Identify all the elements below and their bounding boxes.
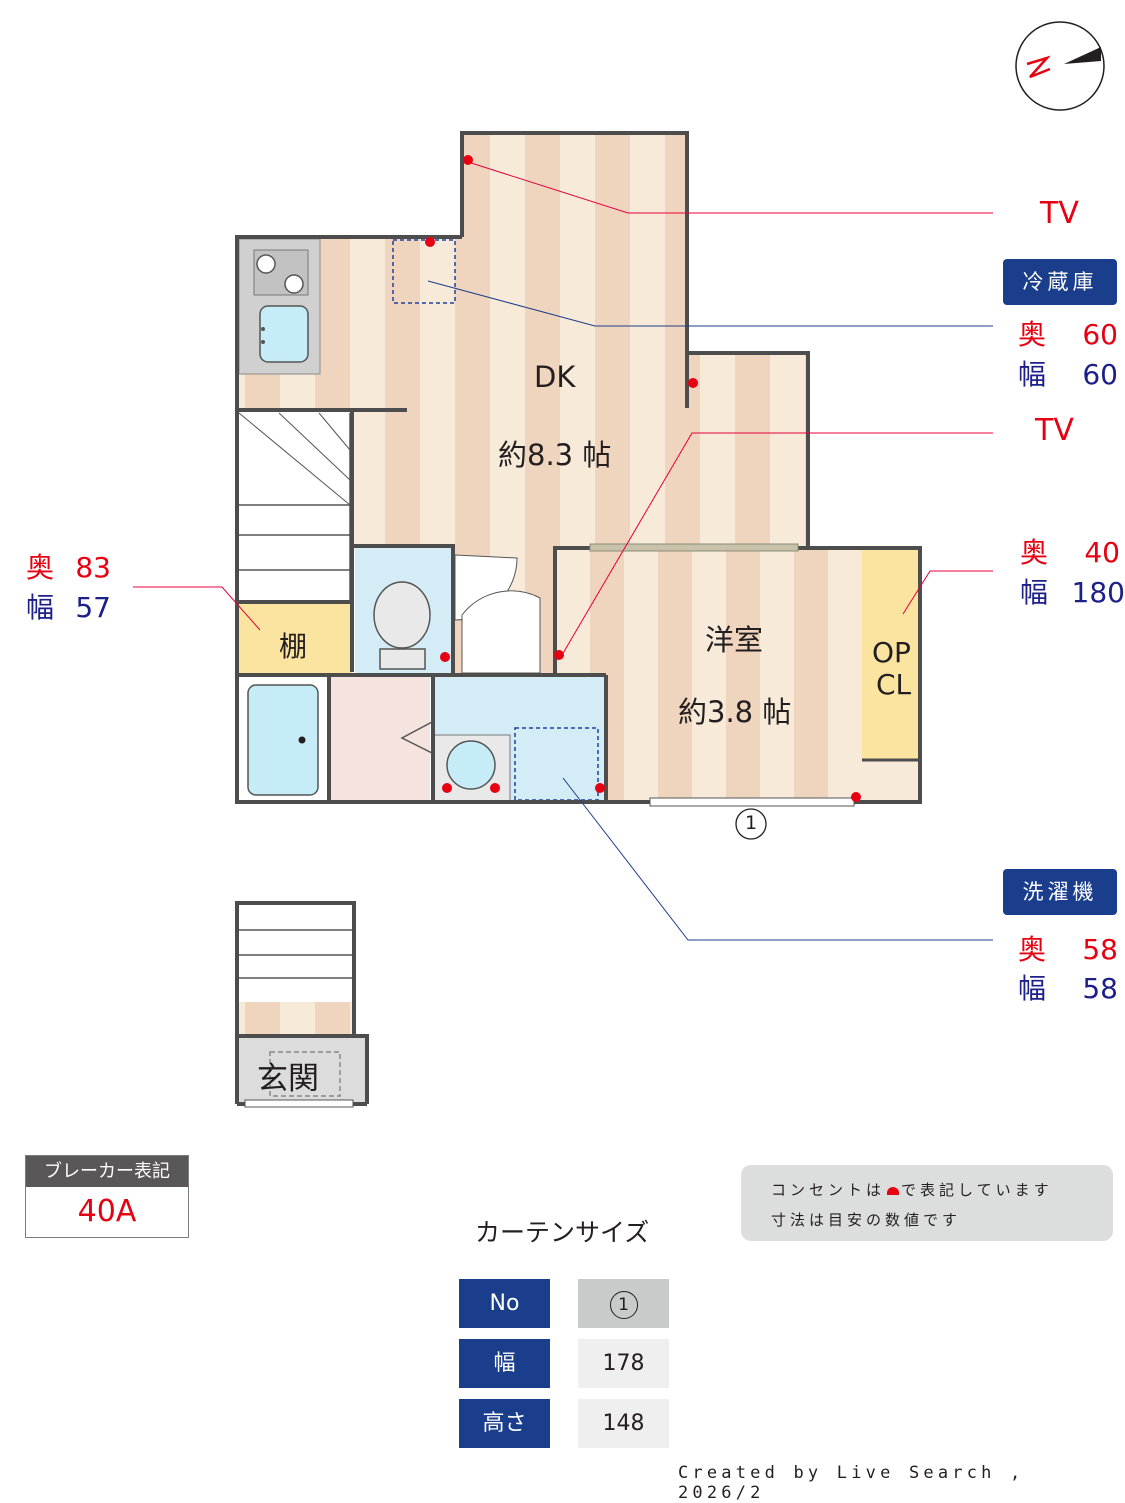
depth-value: 40 xyxy=(1084,536,1120,569)
western-room-name: 洋室 xyxy=(705,623,764,657)
walls xyxy=(235,131,922,804)
dressing-room xyxy=(330,677,430,802)
shelf-floor xyxy=(239,603,352,673)
footer-credit: Created by Live Search , 2026/2 xyxy=(678,1463,1025,1503)
western-room-size: 約3.8 帖 xyxy=(678,695,792,729)
width-value: 60 xyxy=(1082,358,1118,391)
width-label: 幅 xyxy=(1018,972,1047,1005)
legend-line-2: 寸法は目安の数値です xyxy=(771,1211,962,1229)
kitchen-counter xyxy=(238,238,321,375)
depth-value: 58 xyxy=(1082,933,1118,966)
curtain-header-width: 幅 xyxy=(459,1339,550,1388)
western-room-floor xyxy=(555,548,920,802)
staircase xyxy=(238,412,352,600)
window-marker-circle xyxy=(735,808,767,840)
width-label: 幅 xyxy=(1020,576,1049,609)
legend-line-1: コンセントはで表記しています xyxy=(771,1179,1053,1200)
fridge-width: 幅 60 xyxy=(1018,353,1118,393)
washroom xyxy=(433,677,604,803)
depth-value: 83 xyxy=(75,551,111,584)
depth-label: 奥 xyxy=(1018,318,1047,351)
bathroom xyxy=(239,677,328,802)
fridge-space xyxy=(392,239,456,304)
fridge-tag: 冷蔵庫 xyxy=(1003,259,1117,305)
north-arrow-icon xyxy=(1015,21,1105,111)
curtain-size-title: カーテンサイズ xyxy=(475,1218,650,1247)
curtain-header-no: No xyxy=(459,1279,550,1328)
curtain-header-height: 高さ xyxy=(459,1399,550,1448)
legend-note: コンセントはで表記しています 寸法は目安の数値です xyxy=(741,1165,1113,1241)
width-value: 57 xyxy=(75,591,111,624)
curtain-value-width: 178 xyxy=(578,1339,669,1388)
curtain-no-circle: 1 xyxy=(609,1291,638,1319)
tv-label-mid: TV xyxy=(1035,413,1074,448)
depth-label: 奥 xyxy=(1020,536,1049,569)
fridge-depth: 奥 60 xyxy=(1018,313,1118,353)
legend-text-before: コンセントは xyxy=(771,1181,886,1199)
width-label: 幅 xyxy=(26,591,55,624)
breaker-box: ブレーカー表記 40A xyxy=(25,1155,189,1238)
depth-value: 60 xyxy=(1082,318,1118,351)
closet-floor xyxy=(862,548,920,760)
doors xyxy=(454,554,541,674)
window xyxy=(649,797,855,807)
width-value: 180 xyxy=(1071,576,1125,609)
washer-tag: 洗濯機 xyxy=(1003,869,1117,915)
closet-depth: 奥 40 xyxy=(1020,531,1120,571)
tv-label-top: TV xyxy=(1040,196,1079,231)
washer-depth: 奥 58 xyxy=(1018,928,1118,968)
breaker-label: ブレーカー表記 xyxy=(26,1156,188,1187)
entrance-area xyxy=(235,901,369,1108)
dk-floor xyxy=(237,133,808,675)
width-label: 幅 xyxy=(1018,358,1047,391)
depth-label: 奥 xyxy=(26,551,55,584)
shelf-depth: 奥 83 xyxy=(26,546,111,586)
closet-width: 幅 180 xyxy=(1020,571,1125,611)
curtain-value-height: 148 xyxy=(578,1399,669,1448)
shelf-width: 幅 57 xyxy=(26,586,111,626)
width-value: 58 xyxy=(1082,972,1118,1005)
outlets xyxy=(425,155,861,802)
dk-name: DK xyxy=(534,360,576,394)
legend-text-after: で表記しています xyxy=(901,1181,1053,1199)
window-marker-number: 1 xyxy=(745,812,758,834)
leader-lines xyxy=(133,161,993,941)
breaker-value: 40A xyxy=(77,1194,137,1229)
closet-label-2: CL xyxy=(876,668,912,701)
depth-label: 奥 xyxy=(1018,933,1047,966)
shelf-label: 棚 xyxy=(279,630,308,663)
outlet-icon xyxy=(887,1186,900,1195)
curtain-value-no: 1 xyxy=(578,1279,669,1328)
dk-size: 約8.3 帖 xyxy=(498,438,612,472)
washer-width: 幅 58 xyxy=(1018,967,1118,1007)
entrance-label: 玄関 xyxy=(257,1061,319,1097)
closet-label-1: OP xyxy=(872,636,911,669)
toilet-room xyxy=(355,548,452,673)
